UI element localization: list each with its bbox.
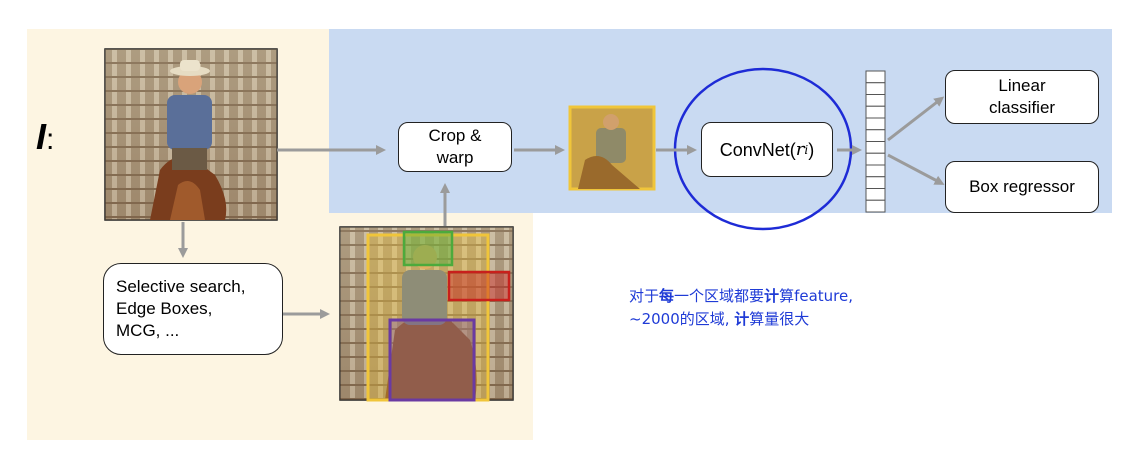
feature-vector-cell: [865, 117, 886, 131]
input-image-label: I:: [36, 116, 55, 157]
feature-vector-cell: [865, 188, 886, 201]
cost-annotation-line2: ~2000的区域, 计算量很大: [629, 310, 810, 328]
warped-region-image: [568, 105, 656, 191]
feature-vector-cell: [865, 152, 886, 166]
feature-vector-cell: [865, 129, 886, 142]
box-regressor-box: Box regressor: [945, 161, 1099, 213]
feature-vector-cell: [865, 82, 886, 95]
feature-vector: [865, 70, 886, 213]
region-box-red: [447, 270, 511, 302]
region-box-yellow: [366, 233, 490, 402]
region-box-purple: [388, 318, 476, 402]
feature-vector-cell: [865, 199, 886, 213]
feature-vector-cell: [865, 141, 886, 154]
feature-vector-cell: [865, 105, 886, 119]
feature-vector-cell: [865, 70, 886, 84]
linear-classifier-box: Linear classifier: [945, 70, 1099, 124]
input-image: [104, 48, 278, 221]
cost-annotation: 对于每一个区域都要计算feature, ~2000的区域, 计算量很大: [629, 285, 949, 331]
region-box-green: [402, 230, 454, 267]
feature-vector-cell: [865, 164, 886, 178]
proposal-methods-box: Selective search, Edge Boxes, MCG, ...: [103, 263, 283, 355]
feature-vector-cell: [865, 176, 886, 189]
crop-warp-box: Crop & warp: [398, 122, 512, 172]
arrow-features-to-regressor: [887, 153, 945, 185]
cost-annotation-line1: 对于每一个区域都要计算feature,: [629, 287, 853, 305]
arrow-features-to-classifier: [887, 96, 945, 142]
region-proposals-image: [339, 226, 514, 402]
feature-vector-cell: [865, 94, 886, 107]
